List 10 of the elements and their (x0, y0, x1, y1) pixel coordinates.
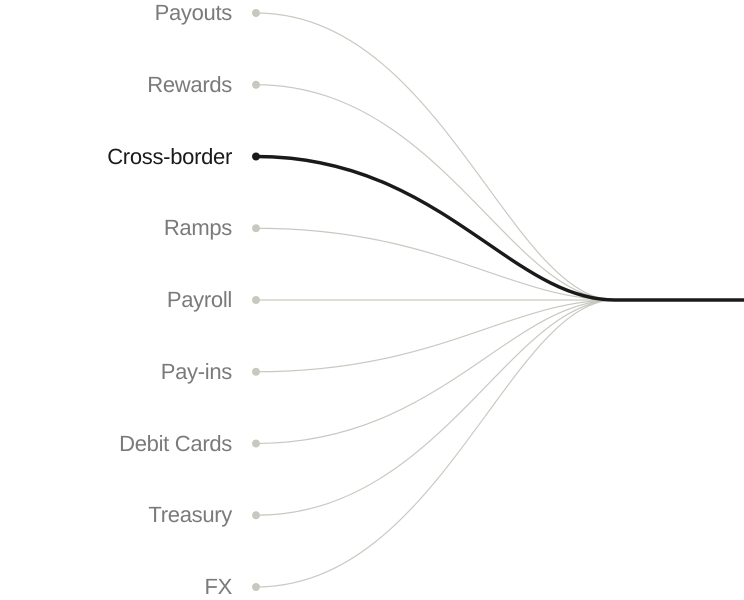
category-label: Payroll (166, 287, 232, 313)
category-label: Pay-ins (160, 358, 232, 385)
category-label: Cross-border (107, 144, 232, 170)
category-label: Ramps (164, 215, 232, 242)
category-label: Treasury (148, 502, 232, 528)
category-label: FX (204, 574, 232, 600)
category-label: Debit Cards (119, 430, 232, 456)
category-label: Rewards (147, 72, 232, 98)
connector-line (252, 152, 744, 302)
category-label: Payouts (154, 0, 232, 26)
